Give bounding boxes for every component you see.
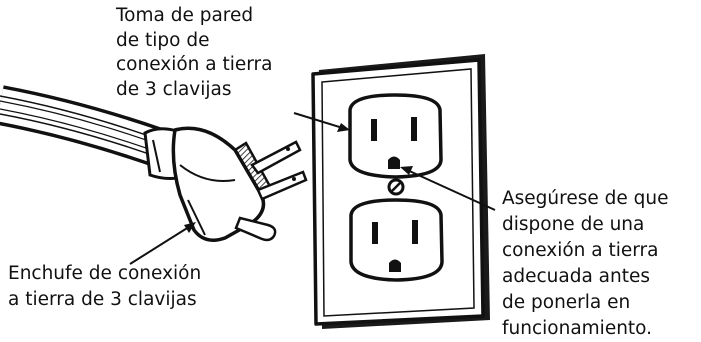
grounding-note-line: conexión a tierra xyxy=(502,240,659,261)
grounding-note-line: Asegúrese de que xyxy=(502,188,669,209)
grounding-note-label: Asegúrese de que dispone de una conexión… xyxy=(502,186,668,342)
upper-slot-right xyxy=(411,117,417,141)
grounding-note-line: funcionamiento. xyxy=(502,318,653,339)
plate-screw xyxy=(387,178,405,196)
arrow-to-outlet xyxy=(293,112,350,132)
lower-receptacle xyxy=(349,198,444,282)
wall-outlet-label-line: de 3 clavijas xyxy=(116,78,232,100)
wall-outlet-label-line: de tipo de xyxy=(116,29,210,51)
plug-prong-middle xyxy=(256,170,308,201)
arrow-to-plug xyxy=(129,222,196,265)
three-prong-plug xyxy=(143,126,308,242)
wall-outlet-label: Toma de pared de tipo de conexión a tier… xyxy=(116,4,273,102)
upper-receptacle xyxy=(348,93,443,179)
wall-outlet-label-line: conexión a tierra xyxy=(116,54,273,76)
upper-ground-hole xyxy=(388,156,400,169)
diagram-illustration xyxy=(0,54,496,329)
plug-ground-pin xyxy=(234,216,277,242)
plug-prong-top xyxy=(250,140,302,175)
grounding-note-line: dispone de una xyxy=(502,214,645,235)
power-cord xyxy=(0,85,172,169)
lower-slot-left xyxy=(372,222,378,244)
plug-label: Enchufe de conexión a tierra de 3 clavij… xyxy=(8,261,201,312)
grounding-note-line: de ponerla en xyxy=(502,292,631,313)
grounding-diagram: Toma de pared de tipo de conexión a tier… xyxy=(0,4,668,339)
lower-ground-hole xyxy=(389,259,401,272)
arrow-to-ground-hole xyxy=(400,166,496,211)
lower-slot-right xyxy=(412,220,418,244)
upper-slot-left xyxy=(371,119,377,141)
plug-label-line: Enchufe de conexión xyxy=(8,263,202,284)
grounding-note-line: adecuada antes xyxy=(502,266,650,287)
plug-label-line: a tierra de 3 clavijas xyxy=(8,288,197,310)
wall-outlet-label-line: Toma de pared xyxy=(116,5,254,26)
